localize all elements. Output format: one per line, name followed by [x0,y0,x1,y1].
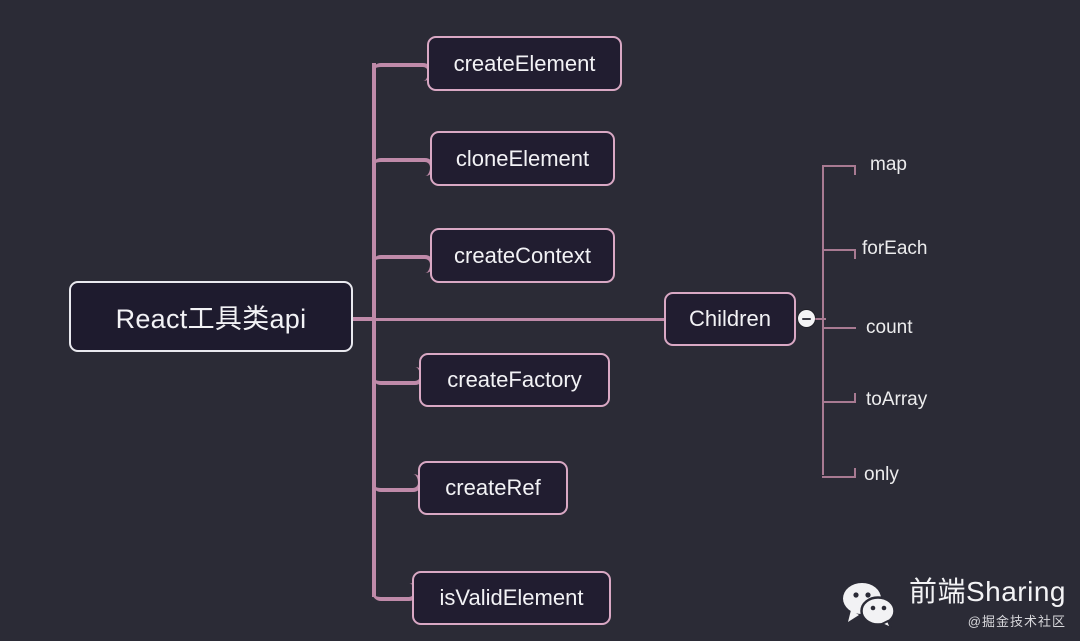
connector-trunk [372,63,376,597]
node-root-label: React工具类api [115,304,307,334]
minus-circle-icon [802,317,811,320]
node-createref[interactable]: createRef [418,461,568,515]
leaf-map-label: map [870,154,907,175]
leaf-count[interactable]: count [866,317,912,339]
leaf-toarray-label: toArray [866,389,928,410]
connector-root-stub [352,317,376,321]
connector-children-spine [822,165,824,475]
leaf-only[interactable]: only [864,464,899,486]
node-createfactory[interactable]: createFactory [419,353,610,407]
leaf-foreach[interactable]: forEach [862,238,927,260]
watermark: 前端Sharing @掘金技术社区 [841,576,1066,633]
node-createcontext-label: createContext [454,242,591,268]
connector-to-count [822,327,856,329]
leaf-toarray[interactable]: toArray [866,389,927,411]
connector-to-createelement [372,63,432,81]
children-collapse-toggle[interactable] [798,310,815,327]
connector-to-only [822,468,856,478]
leaf-map[interactable]: map [870,154,907,176]
node-createelement-label: createElement [453,50,596,76]
node-children[interactable]: Children [664,292,796,346]
node-createelement[interactable]: createElement [427,36,622,91]
node-cloneelement-label: cloneElement [455,145,590,171]
connector-to-createref [372,474,422,492]
node-createfactory-label: createFactory [447,367,582,392]
wechat-icon [841,582,897,633]
connector-children-stub [812,318,826,320]
connector-to-children [374,318,664,321]
connector-to-createcontext [372,255,434,273]
connector-to-createfactory [372,367,424,385]
node-isvalidelement-label: isValidElement [439,585,584,610]
leaf-only-label: only [864,464,899,485]
leaf-count-label: count [866,317,913,338]
node-isvalidelement[interactable]: isValidElement [412,571,611,625]
watermark-subtitle: @掘金技术社区 [967,614,1066,630]
connector-to-toarray [822,393,856,403]
node-createref-label: createRef [445,475,541,500]
node-createcontext[interactable]: createContext [430,228,615,283]
watermark-title: 前端Sharing [908,576,1066,607]
connector-to-map [822,165,856,175]
node-children-label: Children [689,306,771,331]
connector-to-foreach [822,249,856,259]
connector-to-cloneelement [372,158,434,176]
leaf-foreach-label: forEach [862,238,928,259]
node-root[interactable]: React工具类api [69,281,353,352]
node-cloneelement[interactable]: cloneElement [430,131,615,186]
